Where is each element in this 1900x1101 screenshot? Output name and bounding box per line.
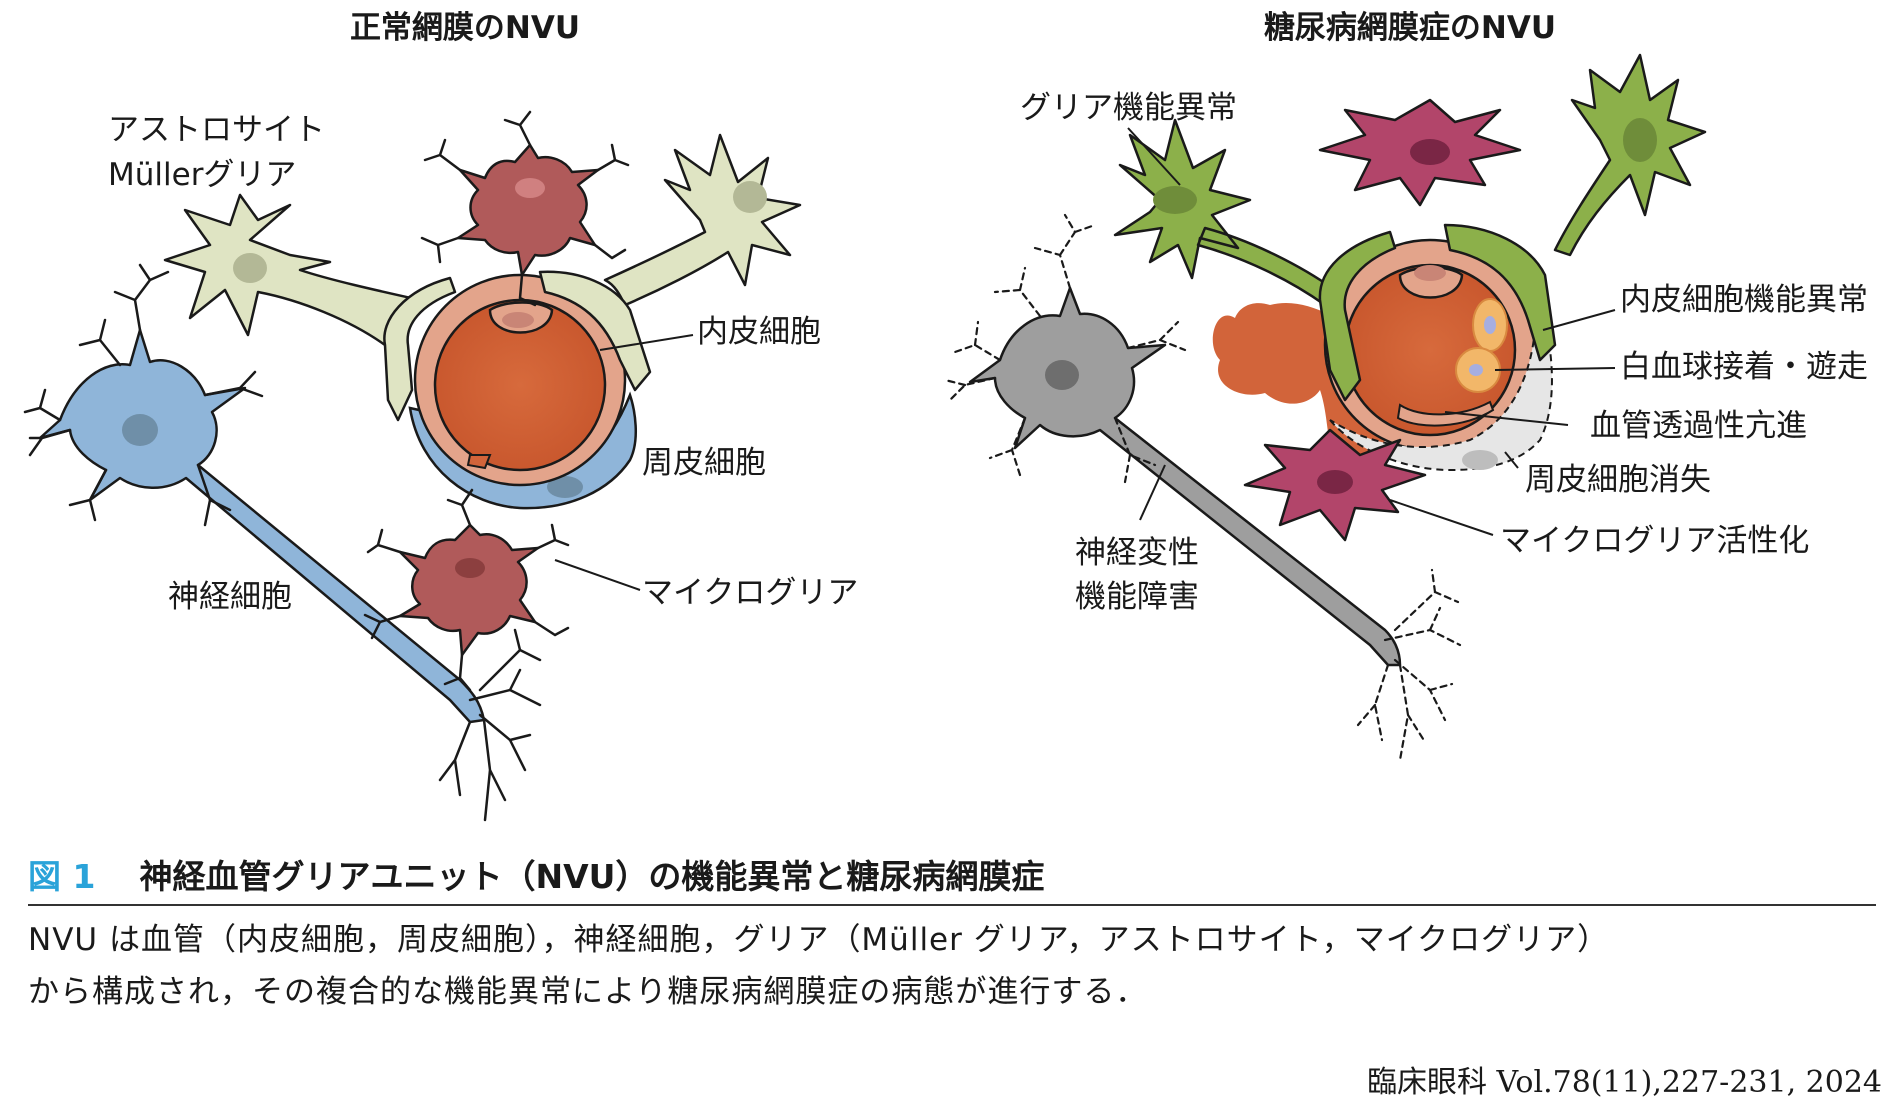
diabetic-panel-title: 糖尿病網膜症のNVU xyxy=(1264,10,1556,46)
figure-title-text: 神経血管グリアユニット（NVU）の機能異常と糖尿病網膜症 xyxy=(139,857,1045,896)
neurodegeneration-label: 神経変性 xyxy=(1075,535,1199,571)
normal-panel-title: 正常網膜のNVU xyxy=(350,10,580,46)
citation: 臨床眼科 Vol.78(11),227-231, 2024 xyxy=(1366,1065,1882,1100)
blood-vessel-diabetic xyxy=(1323,238,1537,452)
nvu-diagram: 正常網膜のNVU xyxy=(23,10,1868,822)
glia-dysfunction-label: グリア機能異常 xyxy=(1020,90,1237,126)
neuron-cell xyxy=(23,263,542,822)
pericyte-label: 周皮細胞 xyxy=(642,445,766,481)
neural-dysfunction-label: 機能障害 xyxy=(1075,579,1199,615)
microglia-label: マイクログリア xyxy=(642,575,858,611)
description-line-2: から構成され，その複合的な機能異常により糖尿病網膜症の病態が進行する． xyxy=(28,974,1148,1010)
astrocyte-cell xyxy=(163,133,802,347)
figure-description: NVU は血管（内皮細胞，周皮細胞），神経細胞，グリア（Müller グリア，ア… xyxy=(28,914,1878,1018)
astrocyte-label: アストロサイト xyxy=(108,112,325,148)
microglia-cell-upper xyxy=(420,110,630,307)
lost-pericyte xyxy=(1329,328,1553,472)
endothelial-dysfunction-label: 内皮細胞機能異常 xyxy=(1620,282,1868,318)
blood-vessel-normal xyxy=(413,273,627,487)
diabetic-panel: 糖尿病網膜症のNVU xyxy=(943,10,1868,762)
normal-panel: 正常網膜のNVU xyxy=(23,10,858,822)
leukocyte-adhesion-label: 白血球接着・遊走 xyxy=(1620,349,1868,385)
glial-endfeet-normal xyxy=(383,270,652,422)
muller-glia-label: Müllerグリア xyxy=(108,157,296,193)
microglia-activation-label: マイクログリア活性化 xyxy=(1500,523,1809,559)
neuron-label: 神経細胞 xyxy=(168,579,292,615)
glial-endfeet-diabetic xyxy=(1318,223,1557,402)
degenerated-neuron-cell xyxy=(943,213,1462,762)
endothelial-label: 内皮細胞 xyxy=(697,314,821,350)
dysfunctional-glia-cell xyxy=(1113,53,1707,307)
microglia-cell-diabetic-lower xyxy=(1243,428,1427,542)
vascular-permeability-label: 血管透過性亢進 xyxy=(1590,408,1807,444)
normal-leader-lines xyxy=(554,334,694,591)
caption-divider xyxy=(28,904,1876,906)
figure-caption: 図 1 神経血管グリアユニット（NVU）の機能異常と糖尿病網膜症 NVU は血管（… xyxy=(28,852,1878,1018)
pericyte-loss-label: 周皮細胞消失 xyxy=(1525,462,1711,498)
microglia-cell-diabetic-upper xyxy=(1318,98,1522,207)
description-line-1: NVU は血管（内皮細胞，周皮細胞），神経細胞，グリア（Müller グリア，ア… xyxy=(28,922,1610,958)
microglia-cell-lower xyxy=(363,488,570,692)
figure-title: 図 1 神経血管グリアユニット（NVU）の機能異常と糖尿病網膜症 xyxy=(28,852,1878,904)
figure-number: 図 1 xyxy=(28,857,96,896)
diabetic-leader-lines xyxy=(1127,127,1616,536)
